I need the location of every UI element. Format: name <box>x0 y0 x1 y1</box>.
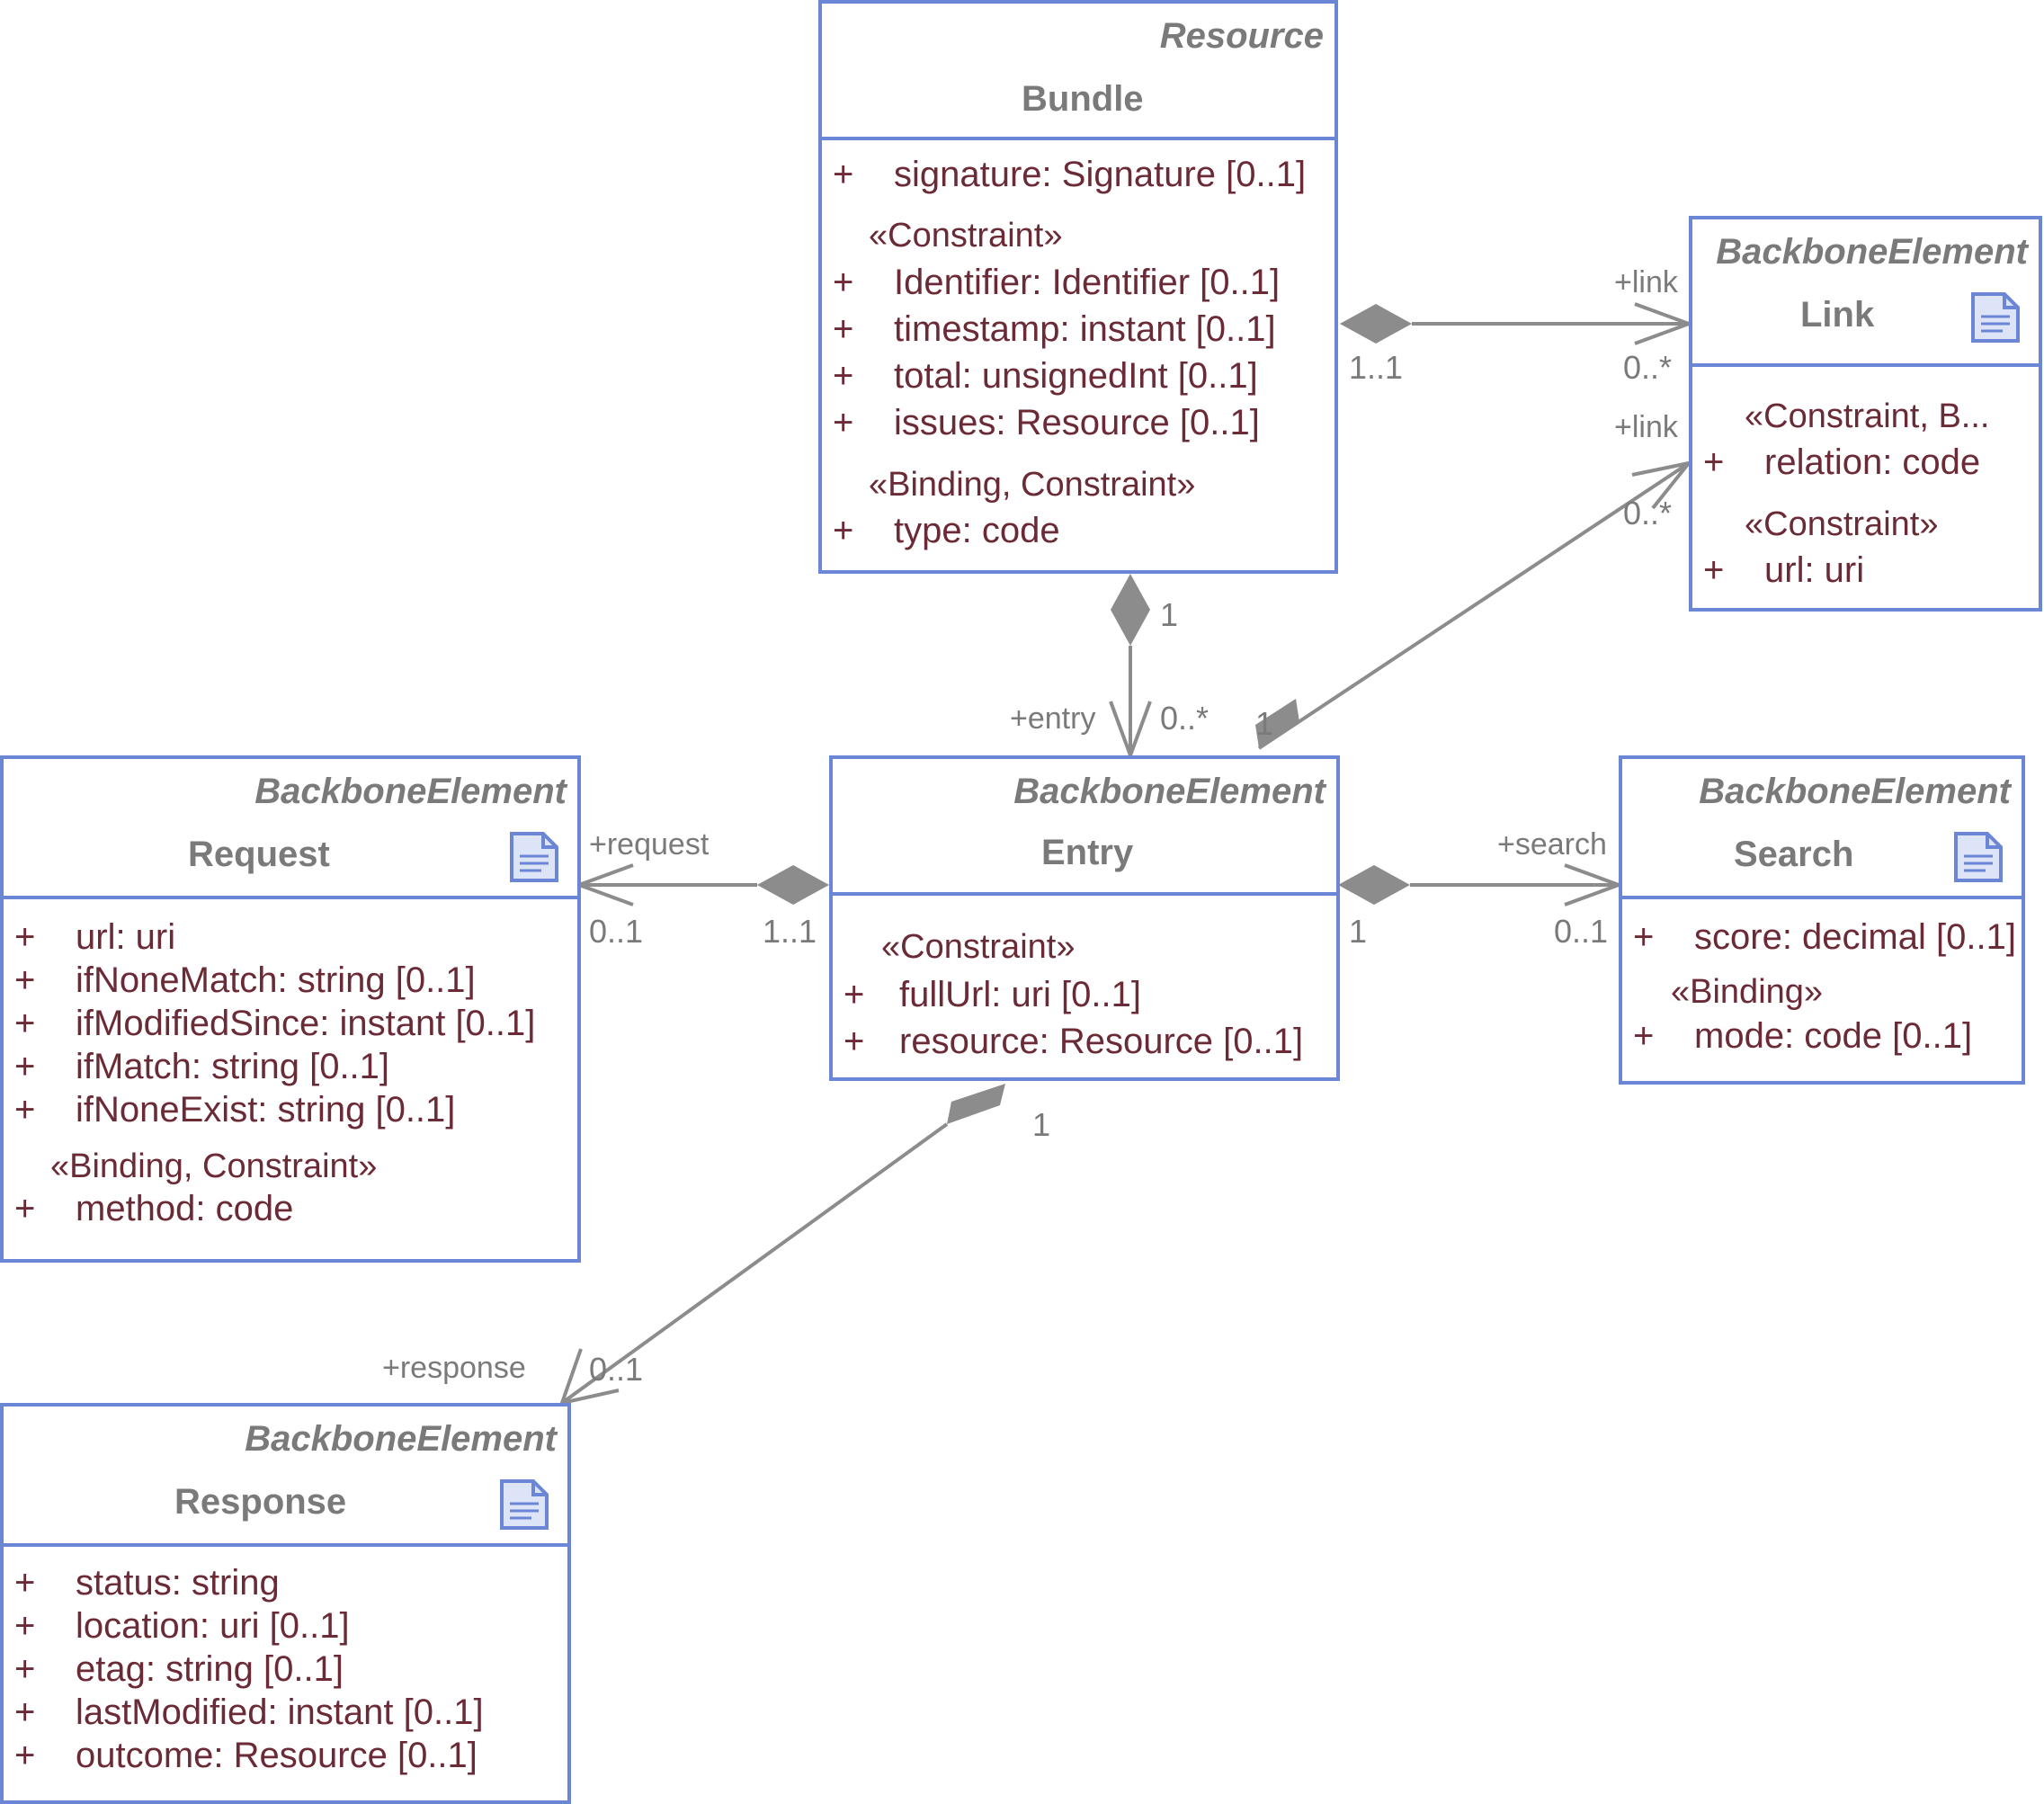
attribute-row: +lastModified: instant [0..1] <box>14 1692 484 1732</box>
composition-diamond-bundle-link <box>1340 304 1412 344</box>
document-icon <box>1954 832 2003 882</box>
class-name: Request <box>188 835 330 874</box>
mult-entry-response-source: 1 <box>1032 1106 1051 1143</box>
assoc-entry-link-line <box>1257 461 1691 750</box>
attribute-row: +ifMatch: string [0..1] <box>14 1047 390 1086</box>
mult-entry-link-target: 0..* <box>1623 495 1673 531</box>
attribute-group-label: «Binding» <box>1671 973 1824 1011</box>
class-request[interactable]: BackboneElement Request +url: uri +ifNon… <box>0 755 581 1263</box>
attribute-row: +type: code <box>833 511 1060 550</box>
class-header: BackboneElement Response <box>4 1407 567 1547</box>
attribute-row: +etag: string [0..1] <box>14 1649 344 1689</box>
attribute-row: +relation: code <box>1703 442 1981 482</box>
class-bundle[interactable]: Resource Bundle +signature: Signature [0… <box>818 0 1338 574</box>
composition-diamond-bundle-entry <box>1111 574 1150 646</box>
class-name: Link <box>1800 295 1875 335</box>
mult-bundle-link-target: 0..* <box>1623 349 1673 386</box>
attribute-row: +url: uri <box>14 917 176 957</box>
class-search[interactable]: BackboneElement Search +score: decimal [… <box>1619 755 2025 1085</box>
class-header: Resource Bundle <box>822 4 1334 140</box>
role-label-entry-link: +link <box>1614 410 1678 444</box>
attribute-row: +total: unsignedInt [0..1] <box>833 356 1258 396</box>
attribute-group-label: «Constraint» <box>1745 505 1939 543</box>
class-entry[interactable]: BackboneElement Entry «Constraint» +full… <box>829 755 1340 1081</box>
assoc-entry-response-line <box>560 1122 949 1405</box>
mult-entry-search-target: 0..1 <box>1554 913 1609 950</box>
class-link[interactable]: BackboneElement Link «Constraint, B... +… <box>1689 216 2042 612</box>
composition-diamond-entry-request <box>757 865 829 905</box>
role-label-entry-request: +request <box>589 827 710 862</box>
role-label-entry-response: +response <box>382 1351 526 1385</box>
mult-bundle-entry-source: 1 <box>1160 596 1179 633</box>
composition-diamond-entry-search <box>1338 865 1410 905</box>
class-response[interactable]: BackboneElement Response +status: string… <box>0 1403 571 1804</box>
role-label-entry-search: +search <box>1497 827 1607 862</box>
attribute-row: +timestamp: instant [0..1] <box>833 309 1276 349</box>
attribute-row: +ifModifiedSince: instant [0..1] <box>14 1004 536 1043</box>
class-stereotype: BackboneElement <box>245 1419 557 1459</box>
attribute-group-label: «Constraint» <box>881 928 1076 966</box>
document-icon <box>510 832 558 882</box>
attribute-row: +url: uri <box>1703 550 1865 590</box>
attribute-group-label: «Binding, Constraint» <box>869 466 1196 504</box>
composition-diamond-entry-response <box>947 1084 1005 1124</box>
mult-bundle-entry-target: 0..* <box>1160 700 1209 737</box>
attribute-group-label: «Constraint, B... <box>1745 397 1990 435</box>
document-icon <box>500 1479 549 1530</box>
attribute-group-label: «Binding, Constraint» <box>50 1148 378 1185</box>
attribute-row: +score: decimal [0..1] <box>1633 917 2016 957</box>
class-stereotype: BackboneElement <box>1013 772 1325 811</box>
role-label-bundle-link: +link <box>1614 265 1678 299</box>
attribute-group-label: «Constraint» <box>869 217 1063 255</box>
attribute-row: +location: uri [0..1] <box>14 1606 350 1646</box>
attribute-row: +mode: code [0..1] <box>1633 1016 1973 1056</box>
class-stereotype: Resource <box>1159 16 1324 56</box>
mult-entry-search-source: 1 <box>1349 913 1368 950</box>
mult-entry-request-source: 1..1 <box>763 913 817 950</box>
class-header: BackboneElement Entry <box>833 759 1336 896</box>
attribute-row: +method: code <box>14 1189 294 1228</box>
attribute-row: +ifNoneExist: string [0..1] <box>14 1090 456 1130</box>
class-header: BackboneElement Link <box>1692 219 2039 367</box>
mult-entry-link-source: 1 <box>1255 705 1274 742</box>
attribute-row: +Identifier: Identifier [0..1] <box>833 263 1281 302</box>
attribute-row: +issues: Resource [0..1] <box>833 403 1260 442</box>
attribute-row: +resource: Resource [0..1] <box>843 1022 1304 1061</box>
attribute-row: +signature: Signature [0..1] <box>833 155 1307 194</box>
class-header: BackboneElement Request <box>4 759 577 899</box>
role-label-bundle-entry: +entry <box>1010 701 1096 736</box>
mult-bundle-link-source: 1..1 <box>1349 349 1404 386</box>
class-stereotype: BackboneElement <box>254 772 567 811</box>
class-name: Entry <box>1041 833 1134 872</box>
class-header: BackboneElement Search <box>1622 759 2022 899</box>
attribute-row: +ifNoneMatch: string [0..1] <box>14 960 476 1000</box>
class-name: Search <box>1734 835 1854 874</box>
mult-entry-request-target: 0..1 <box>589 913 644 950</box>
class-name: Response <box>174 1482 347 1522</box>
attribute-row: +status: string <box>14 1563 280 1603</box>
class-stereotype: BackboneElement <box>1699 772 2011 811</box>
composition-diamond-entry-link <box>1255 699 1299 748</box>
attribute-row: +fullUrl: uri [0..1] <box>843 975 1141 1014</box>
attribute-row: +outcome: Resource [0..1] <box>14 1736 478 1775</box>
document-icon <box>1971 292 2020 343</box>
class-name: Bundle <box>1022 79 1144 119</box>
mult-entry-response-target: 0..1 <box>589 1351 644 1388</box>
class-stereotype: BackboneElement <box>1716 232 2028 272</box>
